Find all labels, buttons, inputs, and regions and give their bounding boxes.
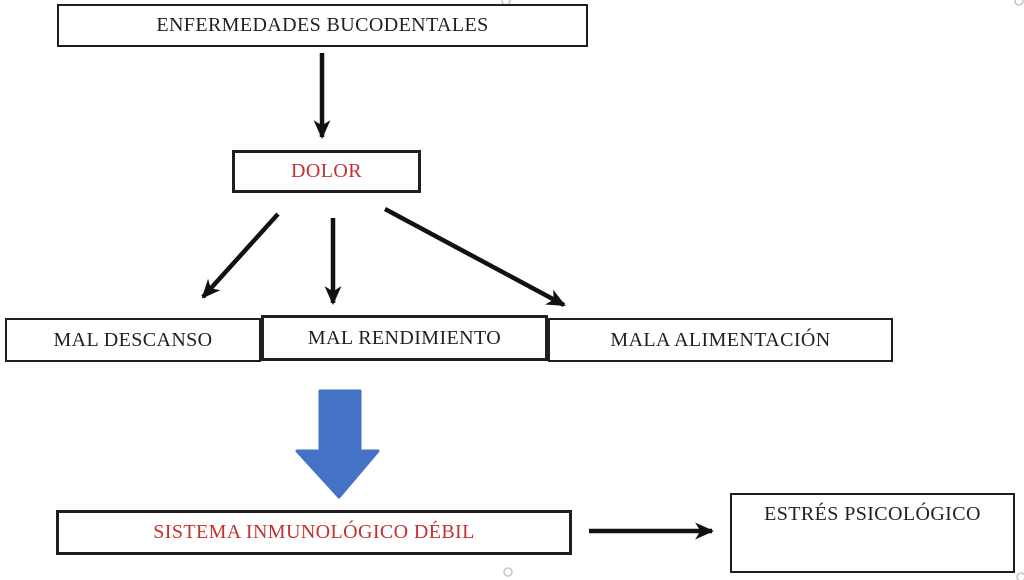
node-label: MAL RENDIMIENTO xyxy=(307,326,502,349)
node-label: ENFERMEDADES BUCODENTALES xyxy=(156,14,489,36)
node-dolor: DOLOR xyxy=(232,150,421,193)
node-mal-rendimiento: MAL RENDIMIENTO xyxy=(261,315,548,361)
block-down-arrow-icon xyxy=(295,389,380,499)
node-label: SISTEMA INMUNOLÓGICO DÉBIL xyxy=(153,521,475,543)
selection-handle xyxy=(1014,0,1024,6)
node-sistema-inmunologico-debil: SISTEMA INMUNOLÓGICO DÉBIL xyxy=(56,510,572,555)
selection-handle xyxy=(1016,572,1024,580)
node-mala-alimentacion: MALA ALIMENTACIÓN xyxy=(548,318,893,362)
node-mal-descanso: MAL DESCANSO xyxy=(5,318,261,362)
node-label: MAL DESCANSO xyxy=(53,328,213,351)
selection-handle xyxy=(503,567,513,577)
node-estres-psicologico: ESTRÉS PSICOLÓGICO xyxy=(730,493,1015,573)
node-label: MALA ALIMENTACIÓN xyxy=(610,328,831,351)
node-enfermedades-bucodentales: ENFERMEDADES BUCODENTALES xyxy=(57,4,588,47)
node-label: ESTRÉS PSICOLÓGICO xyxy=(764,503,981,525)
arrow-dolor-to-mal-descanso xyxy=(201,212,280,299)
arrow-dolor-to-mala-alimentacion xyxy=(383,207,566,307)
node-label: DOLOR xyxy=(291,160,362,182)
